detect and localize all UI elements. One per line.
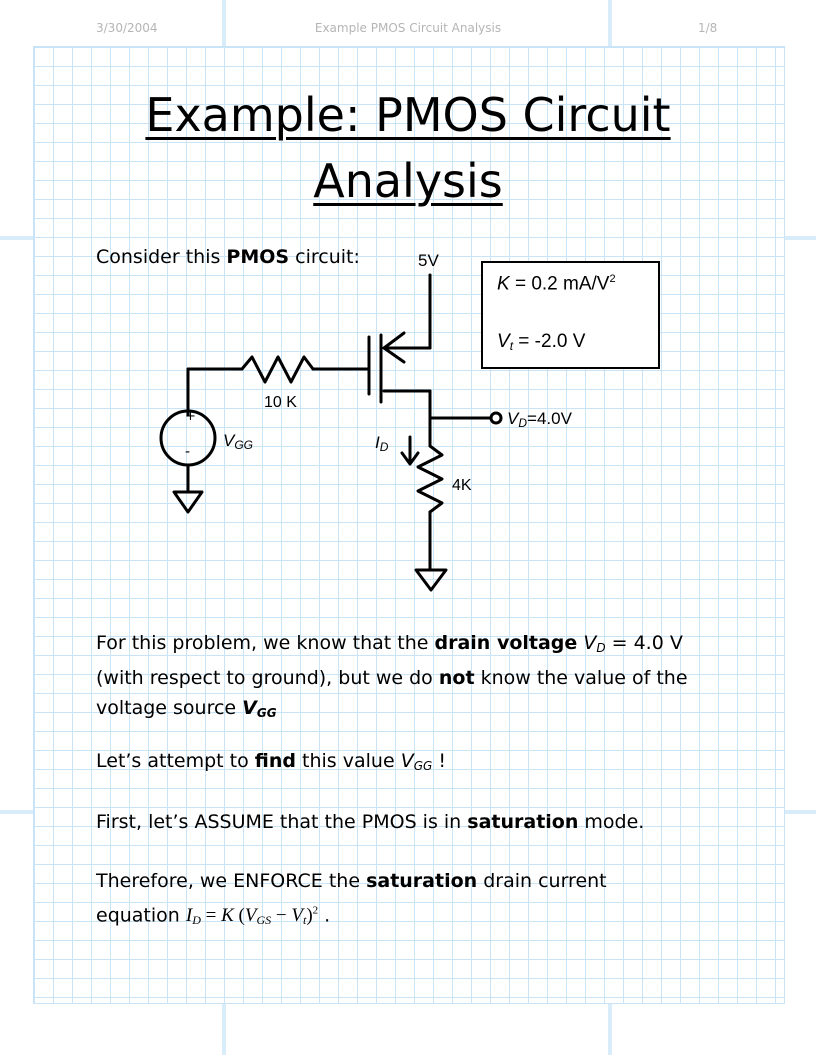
k-parameter: K = 0.2 mA/V2: [497, 273, 616, 295]
parameter-box: K = 0.2 mA/V2 Vt = -2.0 V: [481, 261, 660, 369]
gate-resistor-label: 10 K: [264, 394, 297, 411]
current-label: ID: [375, 433, 389, 454]
source-minus-sign: -: [185, 444, 191, 460]
title-line-1: Example: PMOS Circuit: [145, 88, 671, 142]
page-header: 3/30/2004 Example PMOS Circuit Analysis …: [0, 21, 816, 39]
vt-parameter: Vt = -2.0 V: [497, 331, 586, 353]
header-date: 3/30/2004: [96, 21, 158, 35]
intro-text: Consider this PMOS circuit:: [96, 246, 360, 268]
graph-paper: [33, 46, 785, 1004]
header-title: Example PMOS Circuit Analysis: [314, 21, 502, 35]
header-page-number: 1/8: [698, 21, 718, 35]
title-line-2: Analysis: [313, 154, 503, 208]
paragraph-find-vgg: Let’s attempt to find this value VGG !: [96, 750, 446, 773]
source-label: VGG: [223, 431, 254, 452]
paragraph-assume-saturation: First, let’s ASSUME that the PMOS is in …: [96, 811, 645, 833]
drain-resistor-label: 4K: [452, 477, 472, 494]
paragraph-drain-voltage: For this problem, we know that the drain…: [96, 632, 688, 720]
drain-node-label: VD=4.0V: [507, 409, 572, 430]
supply-label: 5V: [418, 251, 439, 270]
saturation-equation: ID = K (VGS − Vt)2: [185, 905, 319, 928]
page-title: Example: PMOS Circuit Analysis: [60, 82, 756, 214]
source-plus-sign: +: [185, 409, 196, 424]
paragraph-enforce-equation: Therefore, we ENFORCE the saturation dra…: [96, 870, 607, 928]
